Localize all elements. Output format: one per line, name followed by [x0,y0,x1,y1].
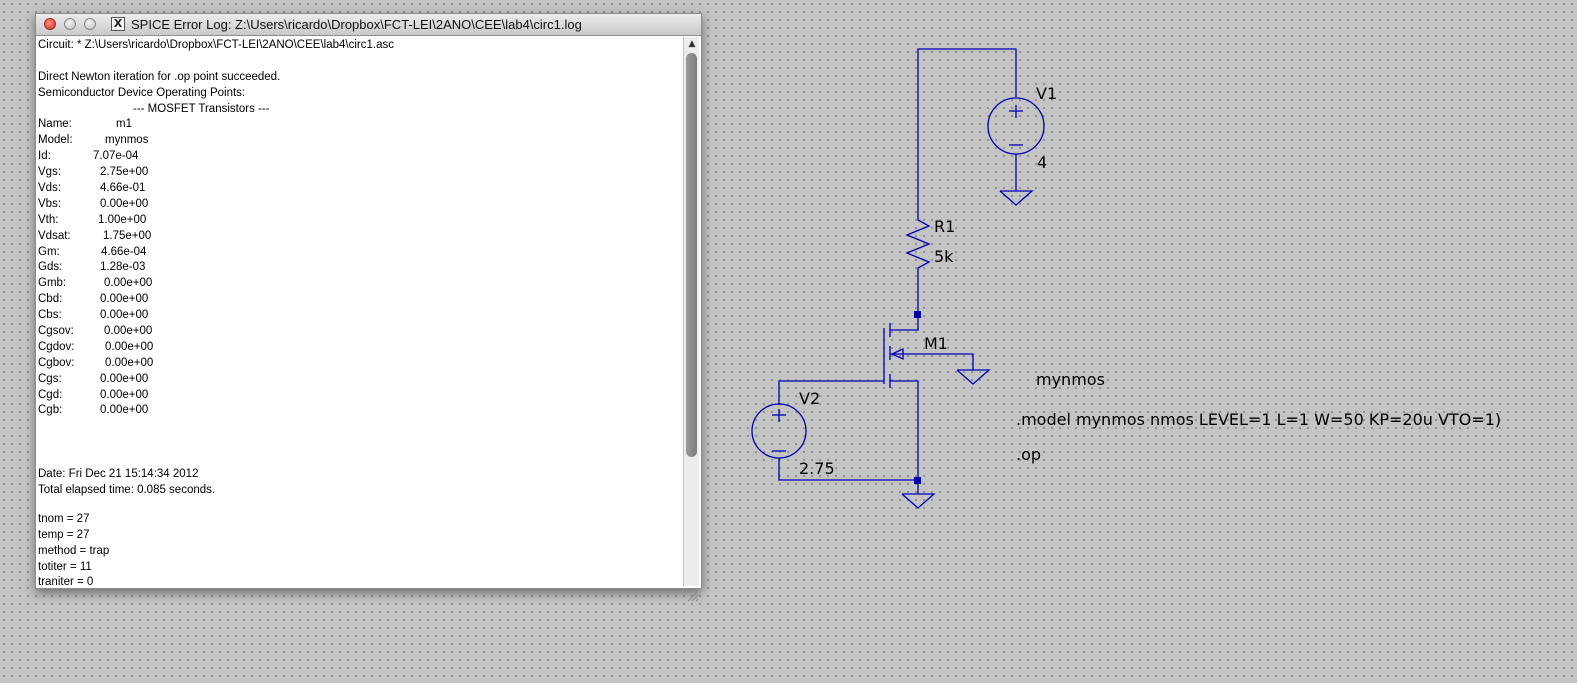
m1-model-label: mynmos [1036,370,1105,389]
subsection-title: --- MOSFET Transistors --- [133,102,270,115]
log-text-area[interactable]: Circuit: * Z:\Users\ricardo\Dropbox\FCT-… [38,38,682,586]
param-row: Cgdov:0.00e+00 [38,340,154,353]
setting-line: tnom = 27 [38,512,90,525]
param-row: Name:m1 [38,118,132,131]
ground-icon [901,493,936,509]
param-row: Cgd:0.00e+00 [38,388,149,401]
ground-icon [999,190,1034,206]
scroll-up-arrow-icon[interactable]: ▲ [688,39,696,49]
v1-label: V1 [1036,84,1057,103]
setting-line: totiter = 11 [38,560,92,573]
vertical-scrollbar[interactable]: ▲ [683,37,699,586]
date-line: Date: Fri Dec 21 15:14:34 2012 [38,468,199,481]
setting-line: traniter = 0 [38,576,94,586]
scroll-thumb[interactable] [686,53,697,457]
r1-label: R1 [934,217,955,236]
param-row: Cgsov:0.00e+00 [38,325,153,338]
param-row: Gds:1.28e-03 [38,261,146,274]
v1-value: 4 [1037,153,1047,172]
window-title: SPICE Error Log: Z:\Users\ricardo\Dropbo… [131,17,582,32]
param-row: Vdsat:1.75e+00 [38,229,152,242]
r1-value: 5k [934,247,954,266]
setting-line: temp = 27 [38,528,90,541]
v2-label: V2 [799,389,820,408]
model-directive[interactable]: .model mynmos nmos LEVEL=1 L=1 W=50 KP=2… [1016,410,1501,429]
v1-voltage-source[interactable] [987,97,1045,191]
elapsed-line: Total elapsed time: 0.085 seconds. [38,483,216,496]
param-row: Cgs:0.00e+00 [38,372,149,385]
minimize-button[interactable] [64,18,76,30]
v2-voltage-source[interactable] [751,403,918,481]
section-title: Semiconductor Device Operating Points: [38,86,246,99]
title-bar[interactable]: X SPICE Error Log: Z:\Users\ricardo\Drop… [36,14,701,36]
zoom-button[interactable] [84,18,96,30]
param-row: Vgs:2.75e+00 [38,166,149,179]
m1-nmos-transistor[interactable] [778,314,974,480]
param-row: Cbs:0.00e+00 [38,309,149,322]
setting-line: method = trap [38,544,110,557]
m1-label: M1 [924,334,948,353]
spice-error-log-window[interactable]: X SPICE Error Log: Z:\Users\ricardo\Drop… [35,13,702,602]
param-row: Vds:4.66e-01 [38,182,146,195]
v2-value: 2.75 [799,459,835,478]
param-row: Vth:1.00e+00 [38,213,147,226]
resize-grip-icon[interactable] [683,586,699,602]
param-row: Model:mynmos [38,134,149,147]
param-row: Gm:4.66e-04 [38,245,147,258]
close-button[interactable] [44,18,56,30]
param-row: Vbs:0.00e+00 [38,197,149,210]
param-row: Gmb:0.00e+00 [38,277,153,290]
status-line: Direct Newton iteration for .op point su… [38,70,281,83]
ground-icon [956,369,991,385]
op-directive[interactable]: .op [1016,445,1041,464]
param-row: Cgb:0.00e+00 [38,404,149,417]
circuit-line: Circuit: * Z:\Users\ricardo\Dropbox\FCT-… [38,39,394,51]
param-row: Id:7.07e-04 [38,150,139,163]
x11-icon: X [111,17,125,31]
wire [917,48,1017,215]
r1-resistor[interactable] [905,215,931,314]
param-row: Cgbov:0.00e+00 [38,356,154,369]
param-row: Cbd:0.00e+00 [38,293,149,306]
